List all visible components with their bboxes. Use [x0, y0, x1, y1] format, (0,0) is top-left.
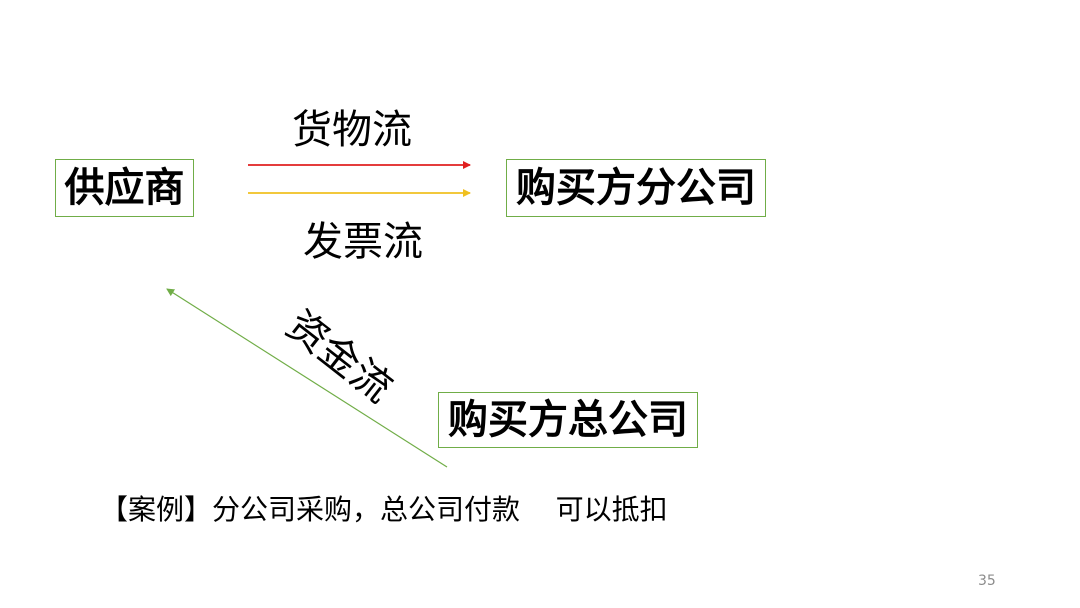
invoice-flow-label: 发票流: [303, 219, 423, 265]
supplier-node: 供应商: [55, 159, 194, 217]
hq-buyer-label: 购买方总公司: [448, 397, 688, 443]
supplier-label: 供应商: [64, 165, 185, 211]
branch-buyer-node: 购买方分公司: [506, 159, 766, 217]
case-note: 【案例】分公司采购，总公司付款 可以抵扣: [100, 493, 668, 526]
hq-buyer-node: 购买方总公司: [438, 392, 698, 448]
branch-buyer-label: 购买方分公司: [516, 165, 756, 211]
goods-flow-label: 货物流: [292, 107, 412, 153]
money-flow-arrow: [166, 288, 448, 468]
page-number: 35: [978, 573, 996, 589]
